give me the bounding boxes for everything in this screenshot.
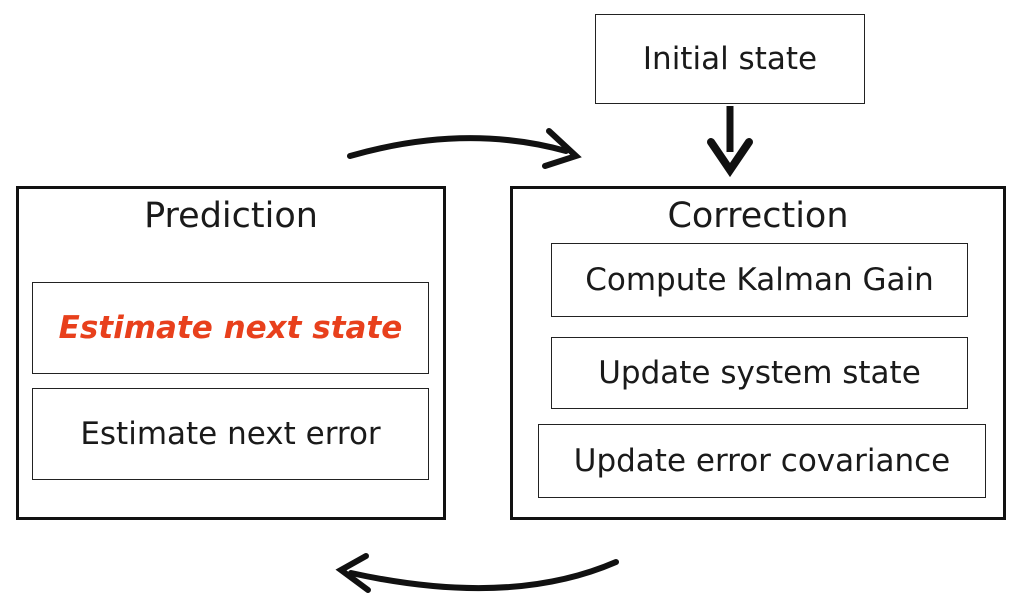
estimate-next-error-step: Estimate next error (32, 388, 429, 480)
initial-state-label: Initial state (642, 40, 818, 77)
update-error-covariance-label: Update error covariance (573, 442, 951, 479)
prediction-title: Prediction (144, 196, 318, 236)
update-system-state-label: Update system state (598, 354, 921, 391)
arrow-correction-to-prediction (335, 553, 619, 593)
initial-state-box: Initial state (595, 14, 865, 104)
correction-panel: Correction Compute Kalman Gain Update sy… (510, 186, 1006, 520)
update-system-state-step: Update system state (551, 337, 968, 409)
arrow-prediction-to-correction (347, 128, 582, 169)
estimate-next-error-label: Estimate next error (80, 415, 381, 452)
compute-kalman-gain-step: Compute Kalman Gain (551, 243, 968, 317)
arrow-initial-to-correction (707, 106, 753, 178)
estimate-next-state-step: Estimate next state (32, 282, 429, 374)
update-error-covariance-step: Update error covariance (538, 424, 986, 498)
compute-kalman-gain-label: Compute Kalman Gain (585, 261, 934, 298)
correction-title: Correction (667, 196, 849, 236)
prediction-panel: Prediction Estimate next state Estimate … (16, 186, 446, 520)
estimate-next-state-label: Estimate next state (58, 309, 403, 346)
